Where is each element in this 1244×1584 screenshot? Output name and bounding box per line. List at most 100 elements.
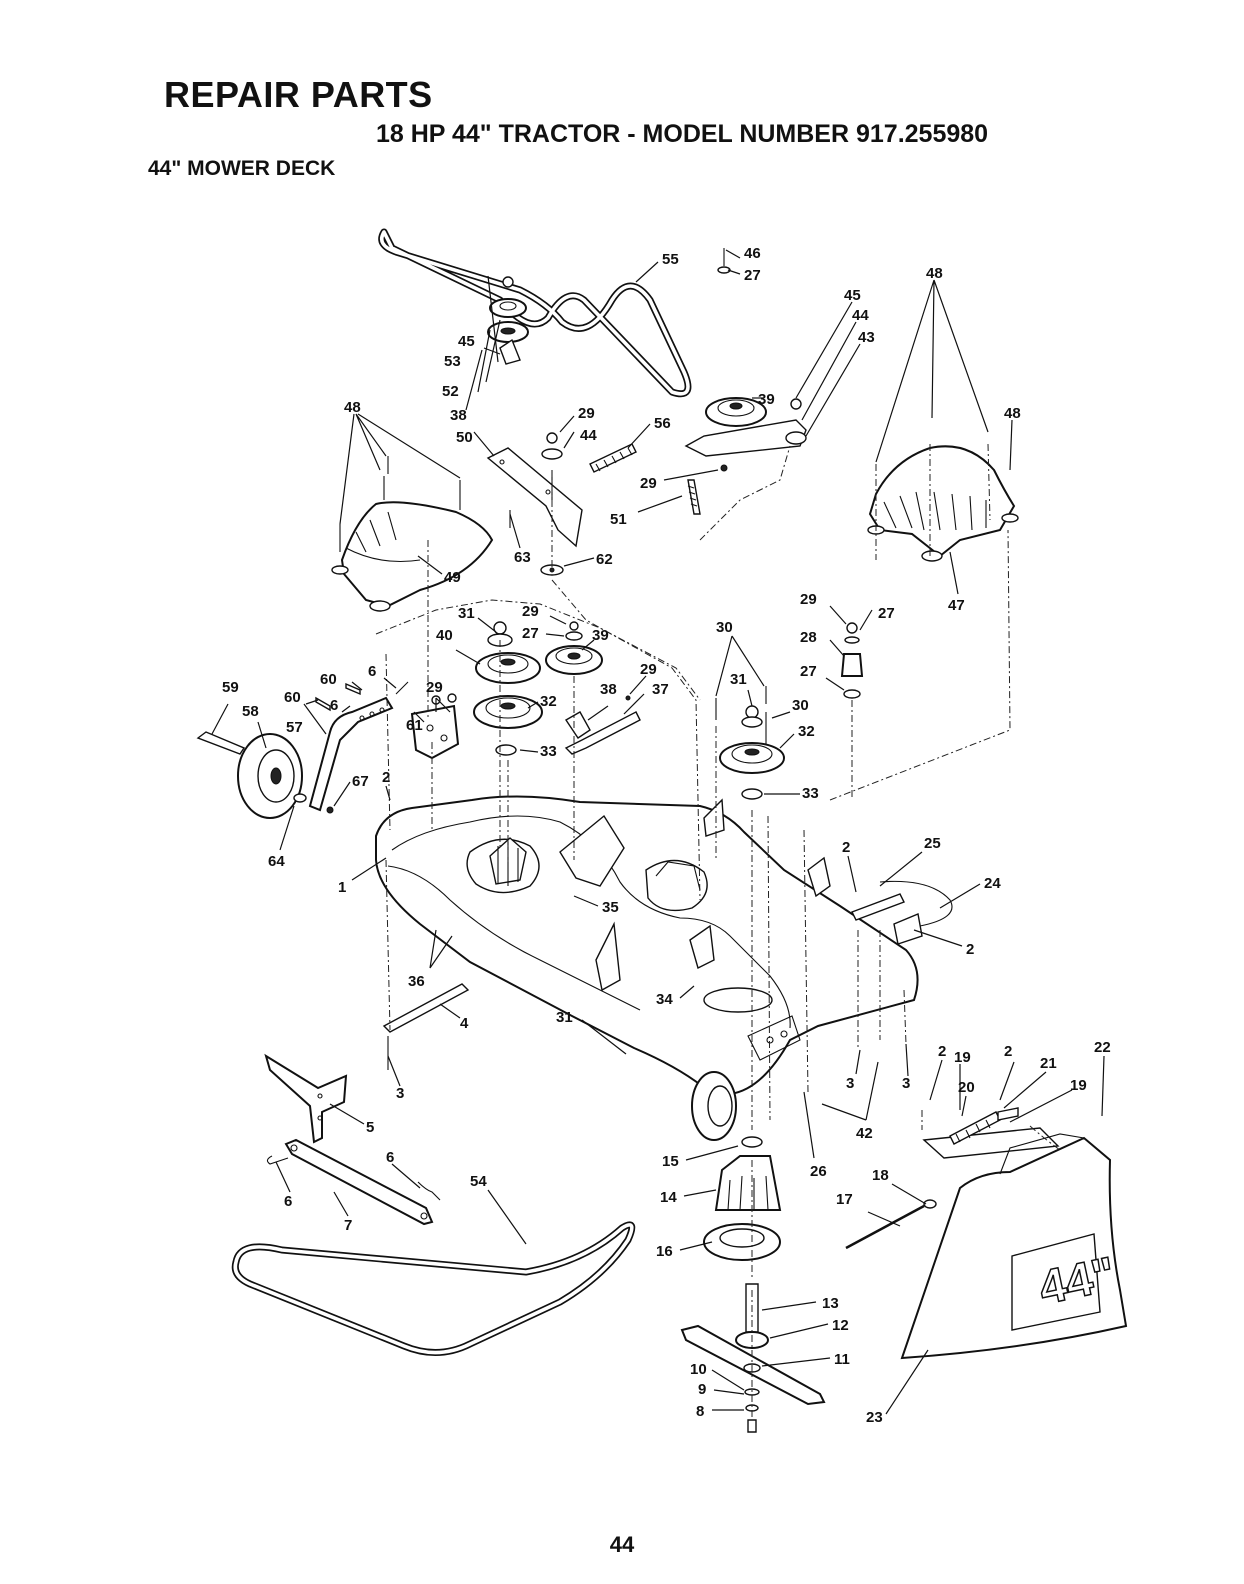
callout-27: 27 <box>744 267 761 284</box>
callout-7: 7 <box>344 1217 352 1234</box>
belt-cover-47 <box>867 445 1019 562</box>
callout-2: 2 <box>966 941 974 958</box>
callout-54: 54 <box>470 1173 487 1190</box>
callout-29: 29 <box>800 591 817 608</box>
callout-13: 13 <box>822 1295 839 1312</box>
callout-29: 29 <box>578 405 595 422</box>
callout-37: 37 <box>652 681 669 698</box>
baffle-4 <box>382 983 470 1070</box>
callout-26: 26 <box>810 1163 827 1180</box>
callout-46: 46 <box>744 245 761 262</box>
callout-53: 53 <box>444 353 461 370</box>
callout-19: 19 <box>954 1049 971 1066</box>
idler-arm-43 <box>684 248 807 515</box>
callout-51: 51 <box>610 511 627 528</box>
callout-59: 59 <box>222 679 239 696</box>
callout-48: 48 <box>926 265 943 282</box>
callout-48: 48 <box>344 399 361 416</box>
callout-30: 30 <box>792 697 809 714</box>
callout-31: 31 <box>458 605 475 622</box>
callout-18: 18 <box>872 1167 889 1184</box>
idler-center-39 <box>545 621 641 755</box>
callout-52: 52 <box>442 383 459 400</box>
belt-cover-49 <box>331 456 494 612</box>
callout-2: 2 <box>1004 1043 1012 1060</box>
spindle-housing <box>703 1136 782 1261</box>
callout-60: 60 <box>320 671 337 688</box>
callout-27: 27 <box>522 625 539 642</box>
lift-link-7 <box>266 1138 441 1226</box>
callout-21: 21 <box>1040 1055 1057 1072</box>
callout-8: 8 <box>696 1403 704 1420</box>
callout-3: 3 <box>846 1075 854 1092</box>
standoff-28 <box>840 622 864 699</box>
callout-22: 22 <box>1094 1039 1111 1056</box>
callout-31: 31 <box>730 671 747 688</box>
callout-33: 33 <box>802 785 819 802</box>
model-line: 18 HP 44" TRACTOR - MODEL NUMBER 917.255… <box>376 120 989 148</box>
callout-32: 32 <box>798 723 815 740</box>
callout-16: 16 <box>656 1243 673 1260</box>
callout-63: 63 <box>514 549 531 566</box>
mower-deck-1 <box>375 795 919 1096</box>
callout-45: 45 <box>458 333 475 350</box>
callout-11: 11 <box>834 1351 850 1368</box>
callout-20: 20 <box>958 1079 975 1096</box>
section-title: 44" MOWER DECK <box>148 157 336 180</box>
callout-labels: 55 45 44 43 46 27 39 45 53 52 38 50 29 4… <box>222 245 1111 1426</box>
callout-38: 38 <box>600 681 617 698</box>
callout-15: 15 <box>662 1153 679 1170</box>
rod-17 <box>845 1199 937 1250</box>
callout-39: 39 <box>758 391 775 408</box>
centerlines <box>375 443 1061 1418</box>
callout-44: 44 <box>580 427 597 444</box>
discharge-chute-23 <box>900 1133 1128 1360</box>
callout-25: 25 <box>924 835 941 852</box>
callout-3: 3 <box>902 1075 910 1092</box>
callout-24: 24 <box>984 875 1001 892</box>
callout-12: 12 <box>832 1317 849 1334</box>
callout-57: 57 <box>286 719 303 736</box>
belt-55 <box>378 228 692 398</box>
callout-1: 1 <box>338 879 346 896</box>
callout-50: 50 <box>456 429 473 446</box>
callout-28: 28 <box>800 629 817 646</box>
callout-29: 29 <box>426 679 443 696</box>
callout-23: 23 <box>866 1409 883 1426</box>
callout-33: 33 <box>540 743 557 760</box>
callout-2: 2 <box>938 1043 946 1060</box>
callout-6: 6 <box>330 697 338 714</box>
callout-48: 48 <box>1004 405 1021 422</box>
callout-61: 61 <box>406 717 423 734</box>
callout-39: 39 <box>592 627 609 644</box>
page-title: REPAIR PARTS <box>164 74 433 115</box>
callout-45: 45 <box>844 287 861 304</box>
belt-54 <box>231 1221 636 1357</box>
deck-wheel <box>691 1071 737 1141</box>
callout-34: 34 <box>656 991 673 1008</box>
callout-17: 17 <box>836 1191 853 1208</box>
callout-9: 9 <box>698 1381 706 1398</box>
callout-14: 14 <box>660 1189 677 1206</box>
callout-55: 55 <box>662 251 679 268</box>
callout-2: 2 <box>842 839 850 856</box>
callout-5: 5 <box>366 1119 374 1136</box>
callout-67: 67 <box>352 773 369 790</box>
bracket-5 <box>264 1053 348 1144</box>
spring-56 <box>589 443 637 473</box>
callout-19: 19 <box>1070 1077 1087 1094</box>
callout-29: 29 <box>640 661 657 678</box>
blade-spindle <box>680 1283 826 1433</box>
parts-layer <box>196 228 1128 1433</box>
hinge-bracket <box>922 1107 1060 1159</box>
deflector-rod-24 <box>851 880 953 945</box>
callout-47: 47 <box>948 597 965 614</box>
callout-29: 29 <box>640 475 657 492</box>
callout-6: 6 <box>368 663 376 680</box>
callout-56: 56 <box>654 415 671 432</box>
callout-27: 27 <box>800 663 817 680</box>
callout-6: 6 <box>284 1193 292 1210</box>
pulley-group-right <box>715 686 785 800</box>
callout-32: 32 <box>540 693 557 710</box>
callout-10: 10 <box>690 1361 707 1378</box>
